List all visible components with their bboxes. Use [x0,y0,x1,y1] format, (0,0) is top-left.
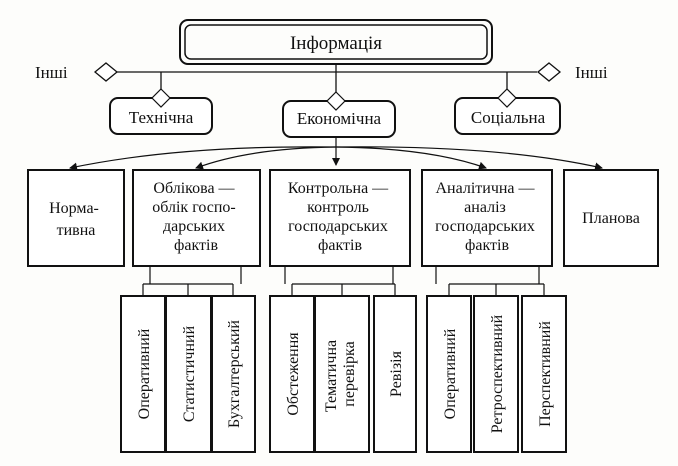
box-kontrol [269,169,411,267]
box-analit [421,169,553,267]
label-oblik-statistical-line: Статистичний [181,325,198,422]
label-norm-line: тивна [57,222,96,239]
label-kontrol-line: господарських [288,218,388,235]
connectors-level4 [142,266,545,296]
box-kontrol-inspection [269,295,315,453]
box-plan [563,169,659,267]
label-tech: Технічна [129,108,194,127]
label-analit-line: аналіз [464,199,506,216]
label-analit-line: господарських [435,218,535,235]
label-kontrol-thematic-line: перевірка [341,341,358,406]
label-oblik-operative-line: Оперативний [136,328,153,419]
box-kontrol-revision [373,295,417,453]
label-oblik-line: облік госпо- [152,199,236,216]
diamond-soc [497,88,517,108]
label-oblik-accounting: Бухгалтерський [226,320,243,428]
label-kontrol-line: контроль [307,199,369,216]
label-oblik-accounting-line: Бухгалтерський [226,320,243,428]
label-plan-line: Планова [582,210,640,227]
box-oblik-statistical [165,295,212,453]
label-analit-retrospective: Ретроспективний [489,314,506,433]
box-kontrol-thematic [314,295,370,453]
label-analit-operative: Оперативний [442,328,459,419]
label-oblik-operative: Оперативний [136,328,153,419]
label-kontrol-revision: Ревізія [388,350,405,397]
label-norm-line: Норма- [49,200,99,217]
label-analit-perspective-line: Перспективний [537,321,554,427]
box-norm [27,169,125,267]
label-kontrol-revision-line: Ревізія [388,350,405,397]
others-label-left: Інші [35,63,68,82]
root-box-inner [184,24,488,60]
label-analit-line: фактів [465,237,509,254]
label-soc: Соціальна [471,108,546,127]
diamond-econ [326,91,346,111]
econ-arrow-fan [69,137,603,171]
label-analit: Аналітична — аналіз господарських фактів [435,180,539,254]
label-analit-perspective: Перспективний [537,321,554,427]
label-oblik-line: Облікова — [153,180,235,197]
diamond-right [536,62,562,82]
label-oblik-statistical: Статистичний [181,325,198,422]
label-kontrol-inspection: Обстеження [285,332,302,416]
diamond-left [93,62,119,82]
label-analit-operative-line: Оперативний [442,328,459,419]
label-analit-line: Аналітична — [435,180,535,197]
label-norm: Норма- тивна [49,200,103,239]
box-analit-perspective [521,295,567,453]
box-analit-retrospective [473,295,519,453]
label-oblik-line: дарських [163,218,225,235]
label-kontrol-thematic: Тематична перевірка [323,336,358,412]
label-analit-retrospective-line: Ретроспективний [489,314,506,433]
label-kontrol-line: Контрольна — [288,180,389,197]
box-oblik-operative [120,295,166,453]
box-analit-operative [426,295,472,453]
box-oblik-accounting [211,295,256,453]
label-kontrol-inspection-line: Обстеження [285,332,302,416]
label-kontrol-thematic-line: Тематична [323,340,340,412]
label-plan: Планова [582,210,640,227]
box-oblik [132,169,261,267]
label-oblik-line: фактів [174,237,218,254]
label-kontrol: Контрольна — контроль господарських факт… [288,180,392,254]
others-label-right: Інші [575,63,608,82]
label-econ: Економічна [297,109,382,128]
diamond-tech [151,88,171,108]
label-kontrol-line: фактів [318,237,362,254]
label-oblik: Облікова — облік госпо- дарських фактів [152,180,240,254]
root-label: Інформація [290,33,382,54]
